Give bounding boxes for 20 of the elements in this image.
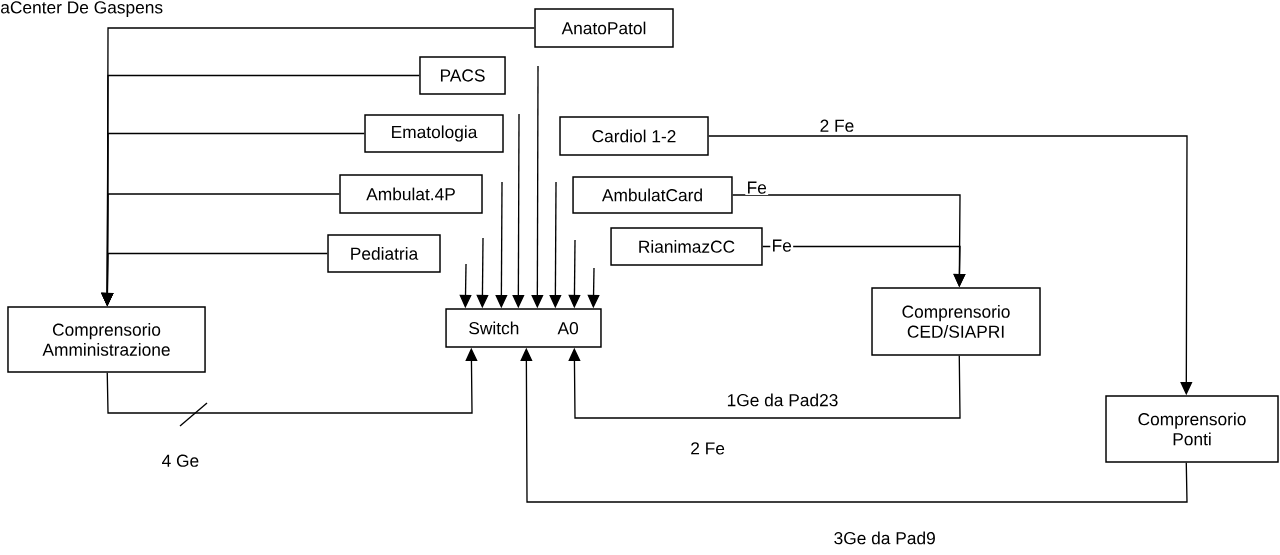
line-label: 2 Fe — [691, 442, 725, 455]
node-box: Pediatria — [327, 234, 441, 273]
node-box: RianimazCC — [610, 227, 763, 266]
node-box: AnatoPatol — [534, 8, 674, 48]
edge-label: 3Ge da Pad9 — [832, 530, 938, 546]
node-box: AmbulatCard — [572, 176, 733, 214]
node-box: Comprensorio CED/SIAPRI — [871, 287, 1041, 356]
edge-label: 4 Ge — [160, 453, 201, 469]
node-box: Comprensorio Ponti — [1105, 395, 1279, 463]
heading-text: aCenter De Gaspens — [1, 1, 163, 17]
node-box: PACS — [419, 56, 506, 95]
edge-label: Fe — [745, 180, 769, 195]
edge-label: Fe — [770, 238, 794, 253]
edge-label: 2 Fe — [818, 118, 856, 134]
node-box: Cardiol 1-2 — [559, 116, 709, 156]
switch-box: Switch A0 — [445, 308, 602, 348]
node-box: Ematologia — [364, 114, 504, 153]
node-box: Comprensorio Amministrazione — [7, 306, 206, 373]
edge-label: 1Ge da Pad23 — [725, 392, 840, 408]
node-box: Ambulat.4P — [339, 174, 483, 214]
